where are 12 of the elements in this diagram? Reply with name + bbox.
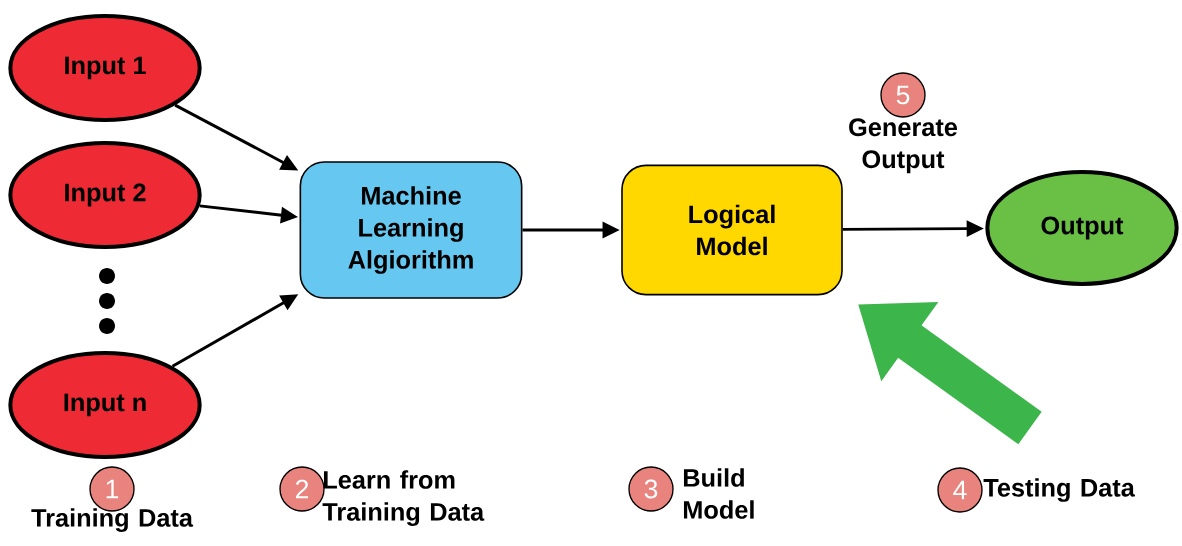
caption-text: Build Model (683, 468, 754, 519)
step-number: 3 (628, 466, 674, 512)
process-box: Machine Learning Algiorithm (299, 161, 523, 299)
step-number: 4 (937, 467, 983, 513)
ellipse-node: Input n (8, 351, 202, 459)
ellipse-node: Output (985, 170, 1179, 286)
ellipse-node: Input 1 (8, 14, 202, 122)
caption-text: Generate Output (849, 118, 958, 174)
ellipse-node: Input 2 (8, 141, 202, 249)
caption-text: Testing Data (983, 478, 1135, 502)
process-box: Logical Model (621, 164, 843, 296)
step-number: 5 (880, 72, 926, 118)
